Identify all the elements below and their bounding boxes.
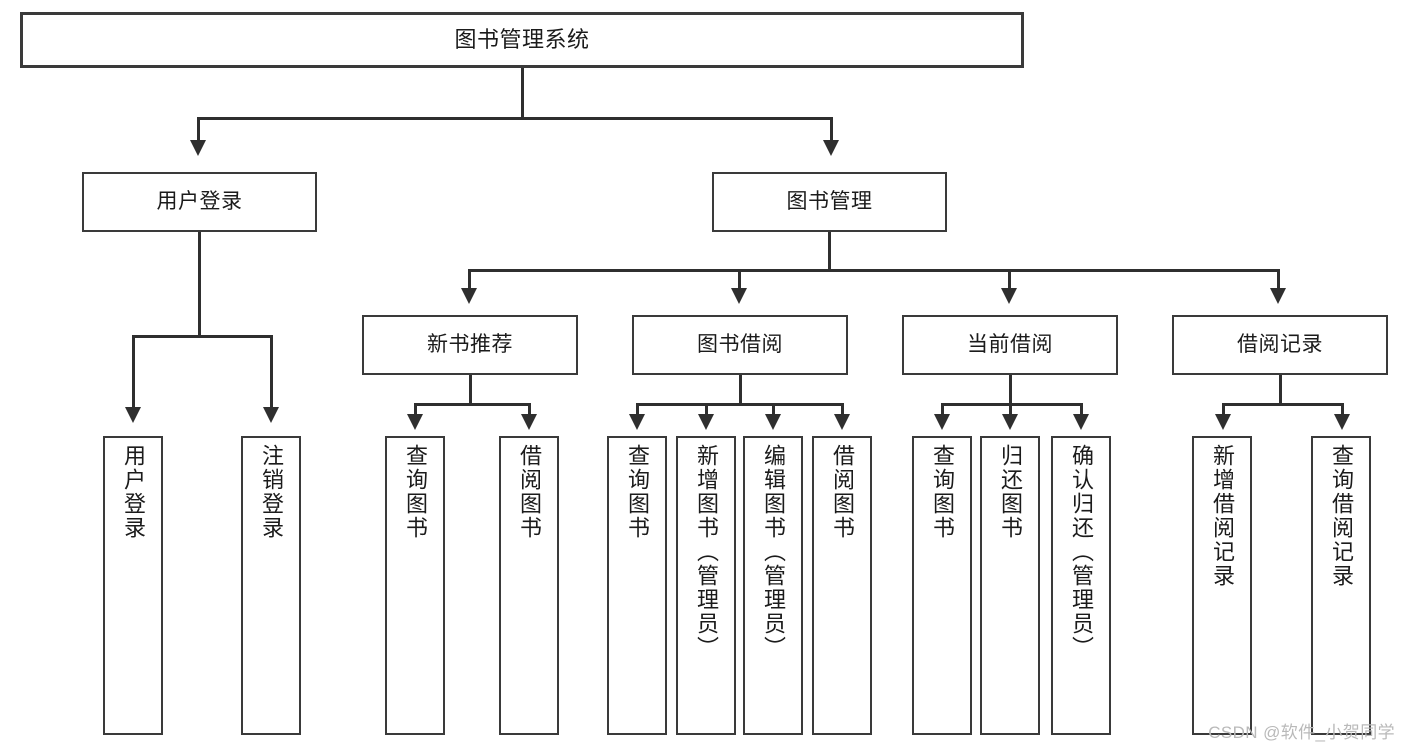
arrowhead-leaf-query-book-1 — [407, 414, 423, 430]
node-leaf-edit-book[interactable]: 编辑图书（管理员） — [743, 436, 803, 735]
node-current-borrow[interactable]: 当前借阅 — [902, 315, 1118, 375]
arrowhead-book-borrow — [731, 288, 747, 304]
node-leaf-confirm-return[interactable]: 确认归还（管理员） — [1051, 436, 1111, 735]
node-borrow-record[interactable]: 借阅记录 — [1172, 315, 1388, 375]
node-label: 确认归还（管理员） — [1069, 444, 1094, 660]
edge-bb-drop-2 — [705, 403, 708, 417]
arrowhead-leaf-borrow-book-1 — [521, 414, 537, 430]
edge-user-login-bus — [132, 335, 273, 338]
node-leaf-return-book[interactable]: 归还图书 — [980, 436, 1040, 735]
node-leaf-query-book-2[interactable]: 查询图书 — [607, 436, 667, 735]
node-book-manage[interactable]: 图书管理 — [712, 172, 947, 232]
node-root-system[interactable]: 图书管理系统 — [20, 12, 1024, 68]
arrowhead-leaf-user-logout — [263, 407, 279, 423]
arrowhead-leaf-add-record — [1215, 414, 1231, 430]
edge-cb-drop-3 — [1080, 403, 1083, 417]
node-label: 用户登录 — [156, 189, 243, 213]
node-label: 查询图书 — [930, 444, 955, 540]
edge-book-manage-drop-4 — [1277, 269, 1280, 291]
node-label: 查询图书 — [403, 444, 428, 540]
edge-nbr-drop-2 — [528, 403, 531, 417]
node-label: 借阅记录 — [1237, 332, 1323, 356]
node-leaf-query-record[interactable]: 查询借阅记录 — [1311, 436, 1371, 735]
arrowhead-leaf-query-book-3 — [934, 414, 950, 430]
arrowhead-current-borrow — [1001, 288, 1017, 304]
edge-nbr-drop-1 — [414, 403, 417, 417]
node-label: 当前借阅 — [967, 332, 1053, 356]
node-label: 图书管理系统 — [454, 27, 590, 53]
node-leaf-query-book-1[interactable]: 查询图书 — [385, 436, 445, 735]
edge-bb-drop-4 — [841, 403, 844, 417]
edge-user-login-stem — [198, 232, 201, 337]
edge-root-drop-left — [197, 117, 200, 143]
arrowhead-leaf-add-book — [698, 414, 714, 430]
edge-cb-drop-2 — [1009, 403, 1012, 417]
arrowhead-leaf-query-book-2 — [629, 414, 645, 430]
arrowhead-leaf-edit-book — [765, 414, 781, 430]
arrowhead-leaf-query-record — [1334, 414, 1350, 430]
node-label: 注销登录 — [259, 444, 284, 540]
edge-bb-bus — [636, 403, 844, 406]
edge-nbr-bus — [414, 403, 531, 406]
node-leaf-borrow-book-1[interactable]: 借阅图书 — [499, 436, 559, 735]
node-leaf-borrow-book-2[interactable]: 借阅图书 — [812, 436, 872, 735]
node-label: 新书推荐 — [427, 332, 513, 356]
node-label: 编辑图书（管理员） — [761, 444, 786, 660]
edge-cb-stem — [1009, 375, 1012, 405]
node-label: 图书管理 — [786, 189, 873, 213]
node-leaf-user-login[interactable]: 用户登录 — [103, 436, 163, 735]
edge-book-manage-drop-1 — [468, 269, 471, 291]
node-label: 新增借阅记录 — [1210, 444, 1235, 588]
node-book-borrow[interactable]: 图书借阅 — [632, 315, 848, 375]
node-leaf-add-book[interactable]: 新增图书（管理员） — [676, 436, 736, 735]
edge-book-manage-drop-3 — [1008, 269, 1011, 291]
node-leaf-add-record[interactable]: 新增借阅记录 — [1192, 436, 1252, 735]
edge-book-manage-drop-2 — [738, 269, 741, 291]
node-label: 借阅图书 — [517, 444, 542, 540]
edge-br-drop-2 — [1341, 403, 1344, 417]
node-label: 新增图书（管理员） — [694, 444, 719, 660]
edge-bb-drop-3 — [772, 403, 775, 417]
node-label: 用户登录 — [121, 444, 146, 540]
edge-user-login-drop-1 — [132, 335, 135, 410]
node-label: 查询借阅记录 — [1329, 444, 1354, 588]
edge-br-drop-1 — [1222, 403, 1225, 417]
edge-br-bus — [1222, 403, 1344, 406]
arrowhead-to-user-login — [190, 140, 206, 156]
edge-cb-drop-1 — [941, 403, 944, 417]
edge-nbr-stem — [469, 375, 472, 405]
edge-bb-drop-1 — [636, 403, 639, 417]
arrowhead-new-book-recommend — [461, 288, 477, 304]
arrowhead-leaf-return-book — [1002, 414, 1018, 430]
node-user-login[interactable]: 用户登录 — [82, 172, 317, 232]
node-label: 借阅图书 — [830, 444, 855, 540]
edge-root-stem — [521, 68, 524, 119]
edge-cb-bus — [941, 403, 1083, 406]
arrowhead-leaf-borrow-book-2 — [834, 414, 850, 430]
node-label: 查询图书 — [625, 444, 650, 540]
edge-bb-stem — [739, 375, 742, 405]
node-new-book-recommend[interactable]: 新书推荐 — [362, 315, 578, 375]
arrowhead-borrow-record — [1270, 288, 1286, 304]
edge-root-drop-right — [830, 117, 833, 143]
arrowhead-leaf-confirm-return — [1073, 414, 1089, 430]
edge-br-stem — [1279, 375, 1282, 405]
node-leaf-user-logout[interactable]: 注销登录 — [241, 436, 301, 735]
edge-book-manage-bus — [468, 269, 1280, 272]
edge-book-manage-stem — [828, 232, 831, 272]
node-label: 归还图书 — [998, 444, 1023, 540]
arrowhead-to-book-manage — [823, 140, 839, 156]
node-label: 图书借阅 — [697, 332, 783, 356]
arrowhead-leaf-user-login — [125, 407, 141, 423]
node-leaf-query-book-3[interactable]: 查询图书 — [912, 436, 972, 735]
edge-root-bus — [197, 117, 833, 120]
edge-user-login-drop-2 — [270, 335, 273, 410]
